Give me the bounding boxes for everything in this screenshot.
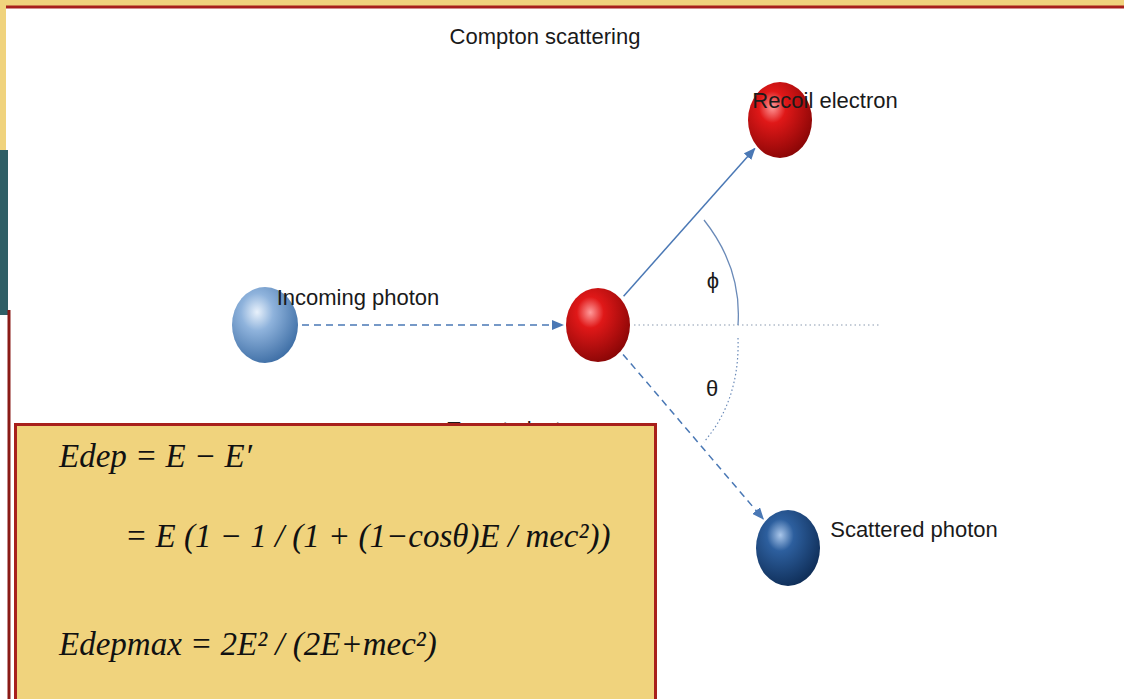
diagram-title: Compton scattering	[450, 24, 641, 50]
side-panel	[0, 150, 8, 315]
target-electron: Target electron	[566, 288, 630, 362]
particle-label: Incoming photon	[277, 285, 440, 311]
top-rule	[0, 6, 1124, 9]
sphere-shape	[566, 288, 630, 362]
formula-line: Edepmax = 2E² / (2E+mec²)	[59, 626, 437, 663]
axis-line	[634, 324, 880, 325]
recoil-electron: Recoil electron	[748, 82, 812, 158]
particle-label: Scattered photon	[830, 517, 998, 543]
sphere	[756, 510, 820, 586]
scattered-photon: Scattered photon	[756, 510, 820, 586]
formula-line: Edep = E − E′	[59, 438, 252, 475]
formula-line: = E (1 − 1 / (1 + (1−cosθ)E / mec²))	[125, 518, 610, 555]
phi-arc	[704, 220, 738, 325]
photon-path	[302, 324, 563, 326]
side-rule	[8, 310, 11, 699]
top-band	[0, 0, 1124, 7]
incoming-photon: Incoming photon	[232, 287, 298, 363]
formula-box: Edep = E − E′ = E (1 − 1 / (1 + (1−cosθ)E…	[14, 423, 657, 699]
sphere-shape	[756, 510, 820, 586]
theta-arc	[704, 338, 738, 442]
electron-path	[624, 148, 755, 296]
sphere	[566, 288, 630, 362]
angle-theta: θ	[706, 376, 718, 402]
angle-phi: ϕ	[707, 268, 719, 294]
particle-label: Recoil electron	[752, 88, 898, 114]
side-band	[0, 0, 6, 150]
